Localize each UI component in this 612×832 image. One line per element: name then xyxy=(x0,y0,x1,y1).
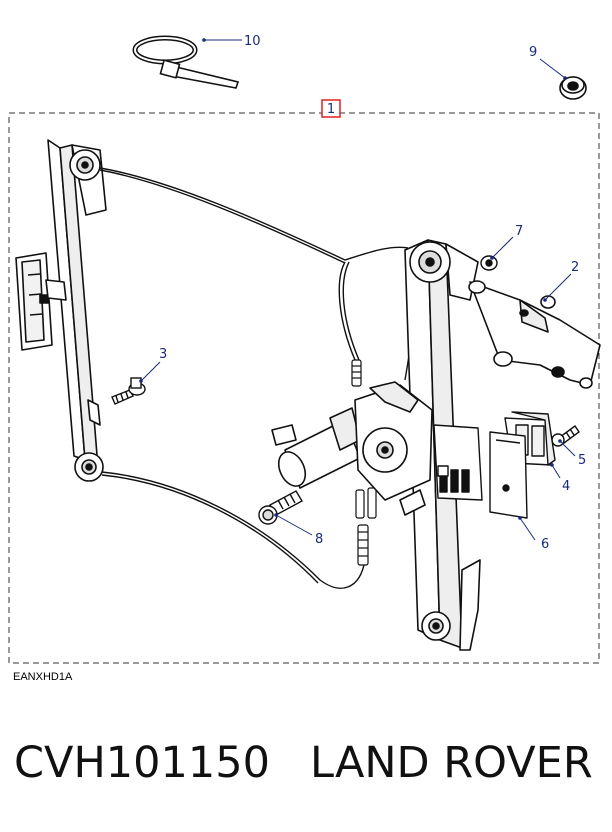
callout-7-label: 7 xyxy=(515,224,523,239)
diagram-code: EANXHD1A xyxy=(13,671,73,683)
callout-1-label: 1 xyxy=(327,102,335,117)
clip-part xyxy=(480,255,498,271)
leader-dots xyxy=(139,38,567,520)
product-caption: CVH101150 LAND ROVER xyxy=(14,738,612,798)
cable-sleeves xyxy=(351,359,377,566)
screw-part xyxy=(551,425,580,447)
motor-assembly xyxy=(271,381,433,516)
assembly-boundary xyxy=(8,112,600,664)
part-number: CVH101150 xyxy=(14,738,270,788)
bolt-part xyxy=(258,490,303,525)
mounting-plate-part xyxy=(489,431,528,519)
leader-lines xyxy=(140,39,576,541)
callout-1-box xyxy=(321,99,341,118)
left-rail xyxy=(15,139,107,482)
cables xyxy=(99,167,415,589)
callout-2-label: 2 xyxy=(571,260,579,275)
stud-part xyxy=(111,377,146,405)
callout-5-label: 5 xyxy=(578,453,586,468)
callout-9-label: 9 xyxy=(529,45,537,60)
callout-10-label: 10 xyxy=(244,34,261,49)
regulator-module xyxy=(433,424,483,501)
brand-name: LAND ROVER xyxy=(310,738,593,788)
callout-4-label: 4 xyxy=(562,479,570,494)
mounting-bracket-part xyxy=(468,280,601,389)
callout-8-label: 8 xyxy=(315,532,323,547)
nut-part xyxy=(559,76,587,100)
callout-3-label: 3 xyxy=(159,347,167,362)
parts-diagram: 1 2 3 4 5 6 7 8 9 10 xyxy=(8,34,601,664)
cable-tie-part xyxy=(132,35,240,89)
callout-6-label: 6 xyxy=(541,537,549,552)
